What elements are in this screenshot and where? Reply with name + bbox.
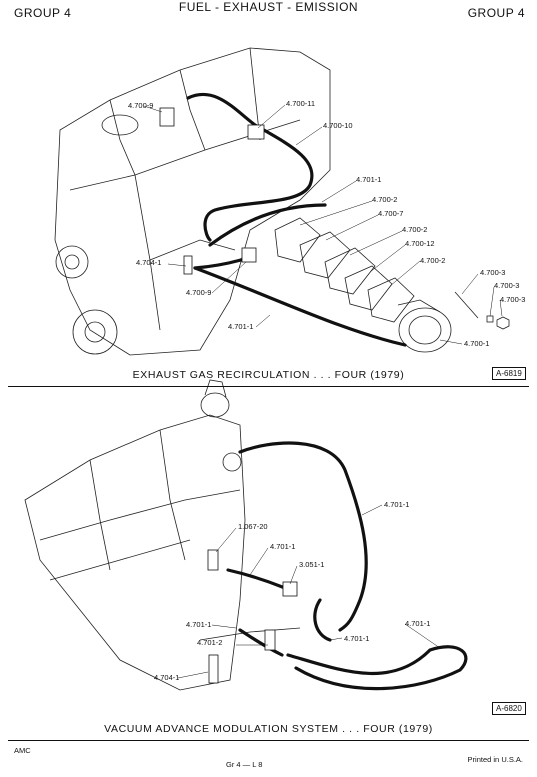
egr-label-4700-3-b: 4.700-3 — [494, 281, 520, 290]
header-group-left: GROUP 4 — [14, 6, 72, 20]
footer-divider — [8, 740, 529, 741]
footer-brand: AMC — [14, 746, 31, 755]
vam-label-4701-1-main: 4.701-1 — [384, 500, 410, 509]
vam-leader-lines — [177, 504, 441, 679]
egr-leader-lines — [143, 104, 503, 345]
egr-label-4700-9-top: 4.700-9 — [128, 101, 154, 110]
vam-label-4701-2: 4.701-2 — [197, 638, 223, 647]
vam-label-4704-1: 4.704-1 — [154, 673, 180, 682]
vam-label-4701-1-left: 4.701-1 — [186, 620, 212, 629]
vam-label-4701-1-right: 4.701-1 — [405, 619, 431, 628]
vam-hoses — [226, 441, 468, 691]
egr-label-4700-10: 4.700-10 — [323, 121, 353, 130]
egr-caption: EXHAUST GAS RECIRCULATION . . . FOUR (19… — [132, 369, 405, 381]
egr-label-4700-12: 4.700-12 — [405, 239, 435, 248]
header-title: FUEL - EXHAUST - EMISSION — [178, 0, 359, 14]
egr-label-4700-2-b: 4.700-2 — [402, 225, 428, 234]
vam-label-1067-20: 1.067-20 — [238, 522, 268, 531]
egr-label-4700-9-bottom: 4.700-9 — [186, 288, 212, 297]
vam-engine-block — [24, 379, 301, 691]
egr-label-4700-3-c: 4.700-3 — [500, 295, 526, 304]
egr-label-4701-1-bottom: 4.701-1 — [228, 322, 254, 331]
footer-page-ref: Gr 4 — L 8 — [226, 760, 263, 769]
egr-fittings — [159, 107, 265, 275]
egr-figure-id: A-6819 — [492, 367, 526, 380]
vam-figure-id: A-6820 — [492, 702, 526, 715]
egr-label-4704-1: 4.704-1 — [136, 258, 162, 267]
egr-label-4700-1: 4.700-1 — [464, 339, 490, 348]
egr-label-4700-2-a: 4.700-2 — [372, 195, 398, 204]
vam-label-4701-1-mid: 4.701-1 — [270, 542, 296, 551]
vam-caption: VACUUM ADVANCE MODULATION SYSTEM . . . F… — [104, 723, 433, 735]
vam-label-4701-1-center: 4.701-1 — [344, 634, 370, 643]
footer-printed: Printed in U.S.A. — [467, 755, 523, 764]
egr-label-4701-1-top: 4.701-1 — [356, 175, 382, 184]
egr-label-4700-7: 4.700-7 — [378, 209, 404, 218]
vam-fittings — [207, 549, 298, 684]
figure-divider — [8, 386, 529, 387]
header-group-right: GROUP 4 — [467, 6, 525, 20]
egr-label-4700-3-a: 4.700-3 — [480, 268, 506, 277]
egr-engine-block — [54, 47, 510, 356]
vam-label-3051-1: 3.051-1 — [299, 560, 325, 569]
egr-label-4700-2-c: 4.700-2 — [420, 256, 446, 265]
egr-label-4700-11: 4.700-11 — [286, 99, 316, 108]
